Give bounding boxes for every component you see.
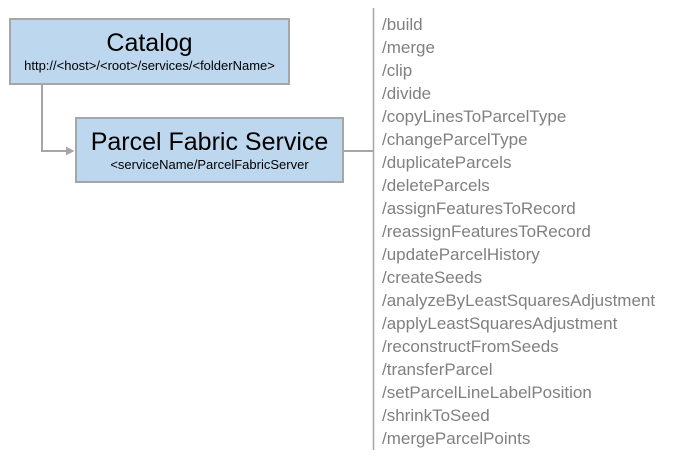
- endpoint-item: /reconstructFromSeeds: [382, 337, 559, 356]
- endpoint-item: /build: [382, 15, 423, 34]
- catalog-to-service-connector: [41, 85, 66, 152]
- endpoint-item: /updateParcelHistory: [382, 245, 540, 264]
- endpoint-item: /clip: [382, 61, 413, 80]
- endpoint-item: /transferParcel: [382, 360, 493, 379]
- endpoint-item: /merge: [382, 38, 435, 57]
- endpoint-item: /applyLeastSquaresAdjustment: [382, 314, 618, 333]
- catalog-title: Catalog: [106, 29, 193, 57]
- endpoint-item: /assignFeaturesToRecord: [382, 199, 576, 218]
- endpoint-item: /changeParcelType: [382, 130, 528, 149]
- catalog-url: http://<host>/<root>/services/<folderNam…: [24, 58, 275, 73]
- endpoint-item: /analyzeByLeastSquaresAdjustment: [382, 291, 656, 310]
- catalog-node: Catalog http://<host>/<root>/services/<f…: [9, 18, 290, 85]
- parcel-fabric-service-node: Parcel Fabric Service <serviceName/Parce…: [75, 117, 344, 183]
- endpoint-item: /shrinkToSeed: [382, 406, 490, 425]
- endpoint-list: /build/merge/clip/divide/copyLinesToParc…: [382, 13, 655, 450]
- endpoint-item: /deleteParcels: [382, 176, 490, 195]
- endpoint-item: /divide: [382, 84, 432, 103]
- endpoint-item: /duplicateParcels: [382, 153, 512, 172]
- arrowhead-icon: [66, 146, 75, 156]
- parcel-fabric-service-url: <serviceName/ParcelFabricServer: [110, 156, 309, 172]
- endpoint-item: /setParcelLineLabelPosition: [382, 383, 592, 402]
- endpoint-item: /copyLinesToParcelType: [382, 107, 567, 126]
- endpoint-item: /mergeParcelPoints: [382, 429, 531, 448]
- parcel-fabric-service-title: Parcel Fabric Service: [90, 127, 329, 156]
- endpoint-item: /createSeeds: [382, 268, 483, 287]
- endpoint-item: /reassignFeaturesToRecord: [382, 222, 591, 241]
